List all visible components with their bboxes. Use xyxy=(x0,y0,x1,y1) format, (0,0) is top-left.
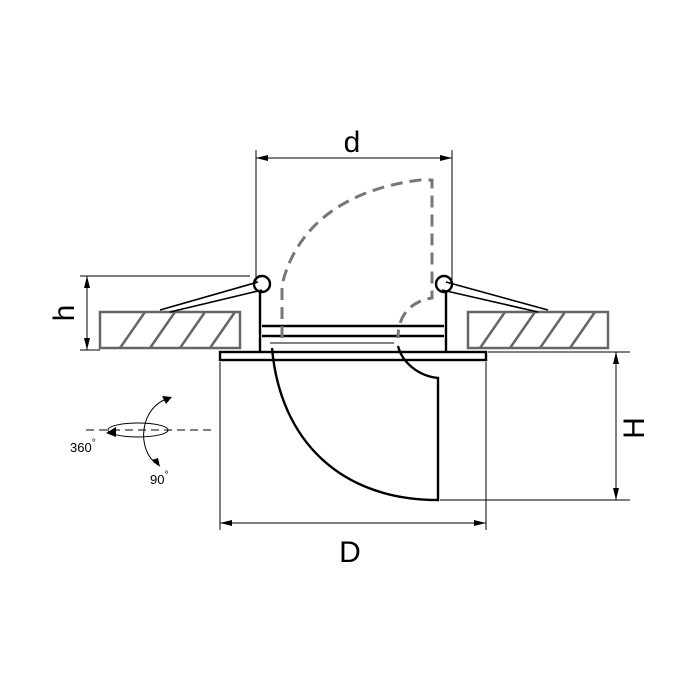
tilted-position-outline xyxy=(280,178,434,339)
trim-flange xyxy=(218,350,488,362)
left-spring-clip xyxy=(159,274,272,313)
dimension-H-label: H xyxy=(618,417,651,439)
fixture-housing xyxy=(258,292,448,352)
lamp-shade xyxy=(270,345,440,502)
dimension-h: h xyxy=(48,275,250,351)
right-spring-clip xyxy=(434,274,549,313)
dimension-d-label: d xyxy=(344,126,361,159)
dimension-H: H xyxy=(440,351,651,501)
dimension-d: d xyxy=(255,126,453,282)
ceiling-left-panel xyxy=(98,310,242,350)
dimension-D-label: D xyxy=(339,536,361,569)
rotation-symbol: 360° 90° xyxy=(70,396,212,487)
dimension-h-label: h xyxy=(48,305,81,322)
rotation-360-label: 360° xyxy=(70,438,96,455)
ceiling-right-panel xyxy=(466,310,610,350)
dimension-D: D xyxy=(219,362,487,569)
rotation-90-label: 90° xyxy=(150,470,168,487)
